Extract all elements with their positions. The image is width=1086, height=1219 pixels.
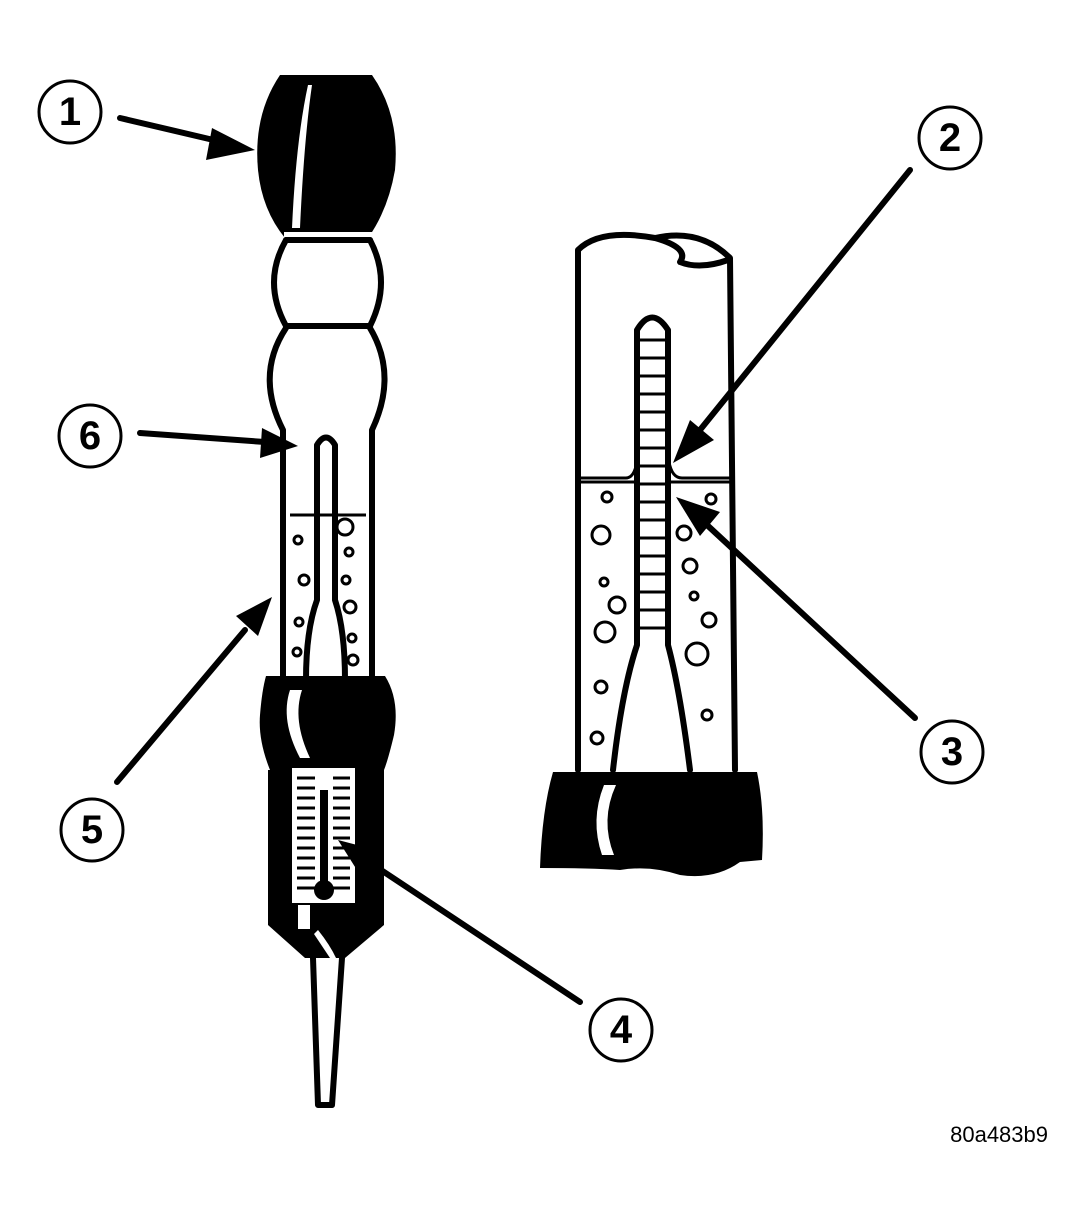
- leader-arrows: [114, 115, 918, 1005]
- closeup-tube: [575, 231, 738, 773]
- callout-3-label: 3: [941, 730, 963, 774]
- hydrometer-closeup: [540, 231, 763, 877]
- float-stem: [290, 434, 366, 683]
- callout-6-label: 6: [79, 414, 101, 458]
- callout-4-label: 4: [610, 1008, 633, 1052]
- coolant-bubbles-left: [291, 517, 360, 667]
- callout-1-label: 1: [59, 90, 81, 134]
- callout-5: 5: [59, 797, 125, 863]
- callout-5-label: 5: [81, 808, 103, 852]
- figure-code: 80a483b9: [950, 1122, 1048, 1147]
- callout-2: 2: [917, 105, 983, 171]
- graduated-float-stem: [610, 314, 693, 773]
- hydrometer-full: [257, 75, 396, 1108]
- lower-collar: [259, 676, 396, 770]
- callout-4: 4: [588, 997, 654, 1063]
- callout-6: 6: [57, 403, 123, 469]
- thermometer-housing: [268, 768, 384, 958]
- coolant-bubbles-right: [589, 490, 718, 746]
- glass-bulges: [266, 237, 388, 683]
- callout-3: 3: [919, 719, 985, 785]
- rubber-bulb: [257, 75, 396, 238]
- hydrometer-tip: [310, 955, 345, 1108]
- closeup-collar: [540, 772, 763, 877]
- callout-1: 1: [37, 79, 103, 145]
- callout-2-label: 2: [939, 116, 961, 160]
